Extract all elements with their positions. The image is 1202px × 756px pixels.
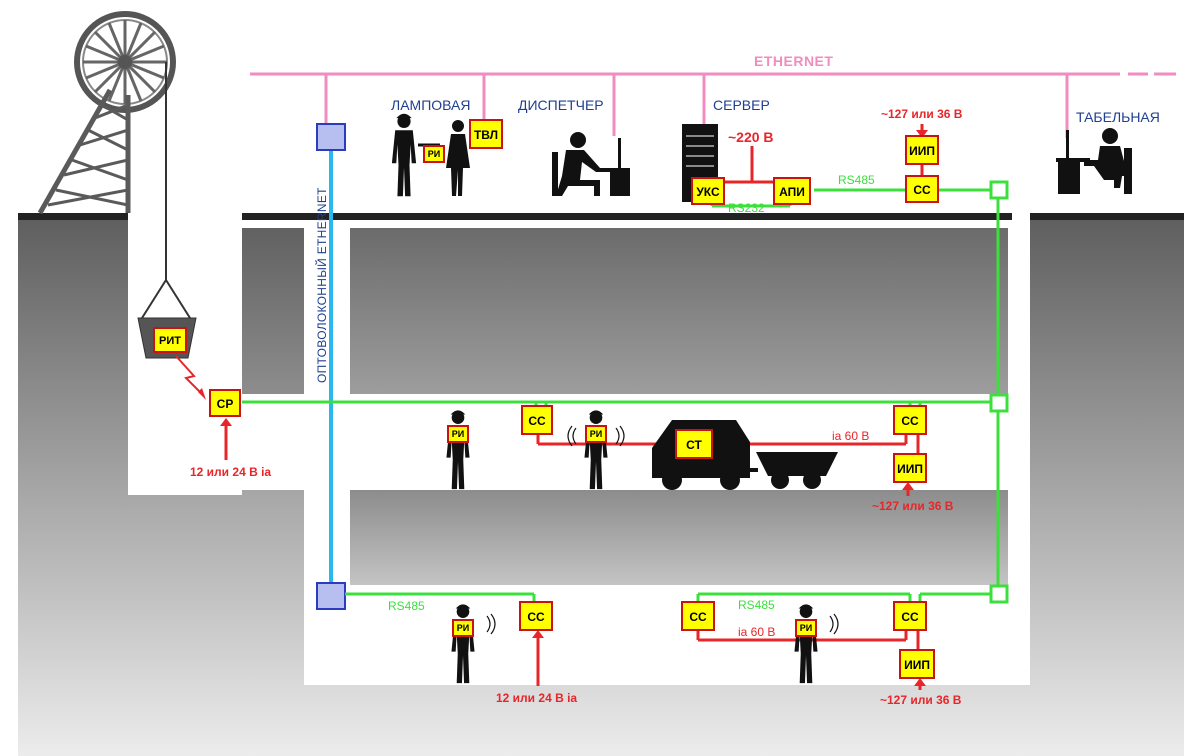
device-st: СТ	[675, 429, 713, 459]
device-ss-surface: СС	[905, 175, 939, 203]
fiber-node-top	[316, 123, 346, 151]
device-rit: РИТ	[153, 327, 187, 353]
radio-link-icon	[175, 355, 205, 397]
power-level2-ss-label: 12 или 24 В ia	[496, 691, 577, 705]
svg-text:РИТ: РИТ	[159, 335, 181, 347]
headframe	[37, 11, 176, 280]
svg-text:СС: СС	[689, 610, 707, 624]
device-iip-level1: ИИП	[893, 453, 927, 483]
device-tvl: ТВЛ	[469, 119, 503, 149]
ia60-level2-label: ia 60 В	[738, 625, 775, 639]
device-ri-level1-a: РИ	[447, 425, 469, 443]
radio-waves-icon	[567, 425, 625, 447]
svg-text:ТВЛ: ТВЛ	[474, 128, 498, 142]
fiber-node-bottom	[316, 582, 346, 610]
svg-text:РИ: РИ	[590, 429, 602, 439]
device-ri-lamp: РИ	[423, 145, 445, 163]
svg-text:СС: СС	[901, 610, 919, 624]
device-iip-level2: ИИП	[899, 649, 935, 679]
device-uks: УКС	[691, 177, 725, 205]
device-ss-level2-left: СС	[519, 601, 553, 631]
power-arrows	[220, 124, 928, 690]
rs485-level2-left-label: RS485	[388, 599, 425, 613]
device-ss-level2-right: СС	[893, 601, 927, 631]
ethernet-label: ETHERNET	[754, 53, 833, 69]
svg-text:СС: СС	[527, 610, 545, 624]
svg-text:СС: СС	[913, 183, 931, 197]
device-iip-surface: ИИП	[905, 135, 939, 165]
ethernet-bus	[250, 72, 1176, 138]
svg-text:ИИП: ИИП	[904, 658, 930, 672]
svg-text:РИ: РИ	[428, 149, 440, 159]
rock-block-2	[350, 490, 1008, 585]
device-ss-level2-mid: СС	[681, 601, 715, 631]
svg-text:УКС: УКС	[696, 185, 720, 199]
svg-text:ИИП: ИИП	[909, 144, 935, 158]
power-surface-iip-label: ~127 или 36 В	[881, 107, 963, 121]
power-level2-iip-label: ~127 или 36 В	[880, 693, 962, 707]
svg-text:СТ: СТ	[686, 438, 702, 452]
svg-text:АПИ: АПИ	[779, 185, 805, 199]
device-sr: СР	[209, 389, 241, 417]
svg-text:РИ: РИ	[452, 429, 464, 439]
power-level1-iip-label: ~127 или 36 В	[872, 499, 954, 513]
dispatcher-desk-icon	[552, 132, 630, 196]
svg-text:СС: СС	[901, 414, 919, 428]
rs485-level2-right-label: RS485	[738, 598, 775, 612]
fiber-label: ОПТОВОЛОКОННЫЙ ETHERNET	[314, 187, 329, 383]
svg-text:СС: СС	[528, 414, 546, 428]
svg-text:СР: СР	[217, 397, 234, 411]
lamp-room-label: ЛАМПОВАЯ	[391, 97, 470, 113]
lamp-room-attendant-icon	[446, 120, 470, 196]
rs485-junctions	[989, 180, 1009, 604]
svg-text:ИИП: ИИП	[897, 462, 923, 476]
dispatcher-label: ДИСПЕТЧЕР	[518, 97, 604, 113]
radio-waves-icon	[486, 613, 496, 635]
device-ri-level2-b: РИ	[795, 619, 817, 637]
svg-text:РИ: РИ	[457, 623, 469, 633]
rs485-surface-label: RS485	[838, 173, 875, 187]
rock-block-1	[350, 228, 1008, 394]
power-sr-label: 12 или 24 В ia	[190, 465, 271, 479]
device-ri-level2-a: РИ	[452, 619, 474, 637]
rs232-label: RS232	[728, 201, 765, 215]
device-ss-level1-right: СС	[893, 405, 927, 435]
lamp-room-worker-icon	[391, 113, 417, 197]
power-220-label: ~220 В	[728, 129, 774, 145]
radio-waves-icon	[829, 613, 839, 635]
device-ss-level1-left: СС	[521, 405, 553, 435]
surface-line	[18, 213, 128, 220]
device-ri-level1-b: РИ	[585, 425, 607, 443]
device-api: АПИ	[773, 177, 811, 205]
timekeeping-label: ТАБЕЛЬНАЯ	[1076, 109, 1160, 125]
main-drift	[242, 220, 1030, 228]
timekeeping-desk-icon	[1056, 128, 1132, 194]
ia60-level1-label: ia 60 В	[832, 429, 869, 443]
svg-text:РИ: РИ	[800, 623, 812, 633]
server-label: СЕРВЕР	[713, 97, 770, 113]
